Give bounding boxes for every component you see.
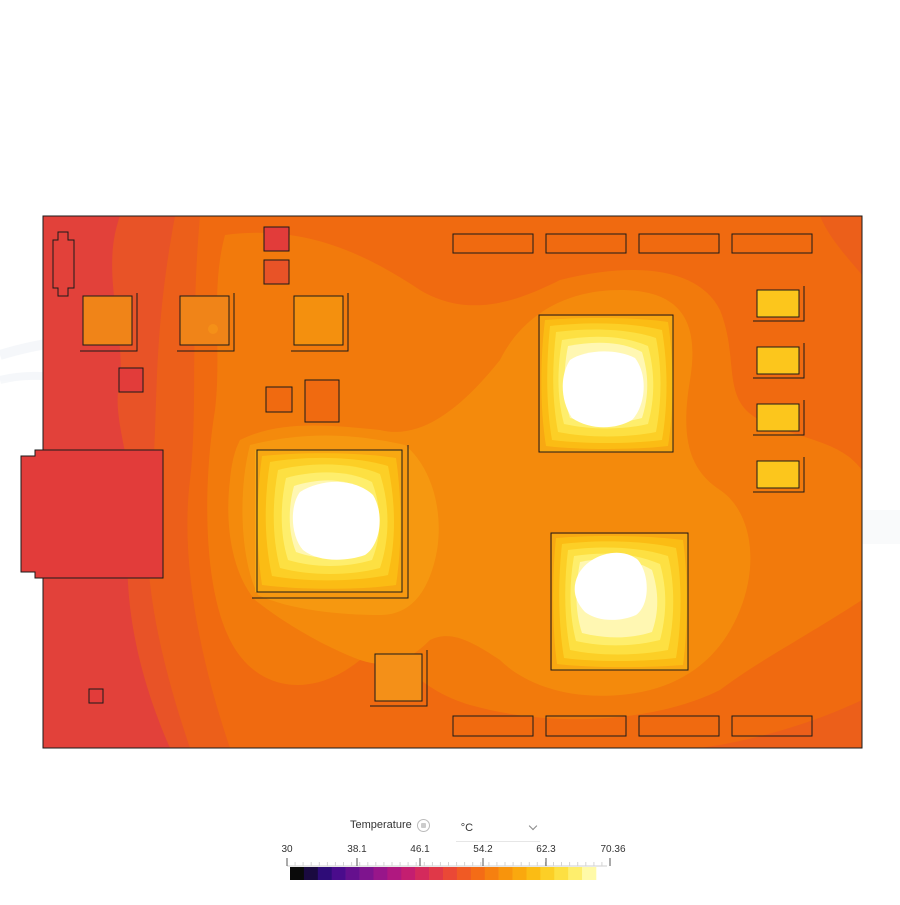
tick-label: 38.1: [347, 844, 367, 855]
colorbar-swatch: [345, 867, 360, 880]
right-side-chips: [753, 286, 805, 493]
unit-dropdown[interactable]: °C: [455, 814, 540, 842]
small-components: [88, 226, 340, 704]
tick-label: 62.3: [536, 844, 556, 855]
colorbar-swatch: [303, 867, 319, 880]
tick-label: 54.2: [473, 844, 493, 855]
colorbar-swatch: [456, 867, 472, 880]
tick-label-min: 30: [281, 844, 293, 855]
chip-packages: [80, 293, 428, 707]
colorbar-swatch: [331, 867, 346, 880]
info-icon[interactable]: [416, 818, 430, 832]
bottom-connector-strips: [452, 715, 813, 737]
colorbar-swatch: [554, 867, 569, 880]
quantity-label: Temperature: [350, 819, 412, 831]
colorbar-swatch: [498, 867, 513, 880]
colorbar-swatch: [429, 867, 444, 880]
colorbar-swatch: [373, 867, 388, 880]
tick-label: 46.1: [410, 844, 430, 855]
colorbar-swatch: [568, 867, 583, 880]
large-processors: [252, 314, 689, 671]
colorbar-swatch: [582, 867, 597, 880]
colorbar-swatch: [540, 867, 555, 880]
top-connector-strips: [452, 233, 813, 254]
colorbar-swatch: [526, 867, 541, 880]
colorbar-swatch: [443, 867, 458, 880]
tick-label-max: 70.36: [600, 844, 626, 855]
colorbar-tick-marks: [286, 858, 611, 867]
colorbar-swatch: [470, 867, 486, 880]
colorbar-swatch: [484, 867, 499, 880]
colorbar-swatch: [387, 867, 402, 880]
temperature-legend: Temperature °C 30 38.1 46.1 54.2 62.3 70…: [0, 800, 900, 900]
colorbar-swatch: [359, 867, 374, 880]
temperature-field: [43, 216, 862, 748]
colorbar: [286, 858, 611, 880]
colorbar-swatch: [401, 867, 416, 880]
colorbar-swatch: [290, 867, 305, 880]
unit-value: °C: [460, 821, 474, 834]
colorbar-swatch: [512, 867, 527, 880]
colorbar-swatches: [290, 867, 597, 880]
edge-connector-top-left: [52, 231, 75, 297]
side-connector: [20, 449, 164, 579]
legend-header: Temperature °C: [350, 808, 540, 842]
colorbar-swatch: [415, 867, 430, 880]
colorbar-swatch: [317, 867, 333, 880]
